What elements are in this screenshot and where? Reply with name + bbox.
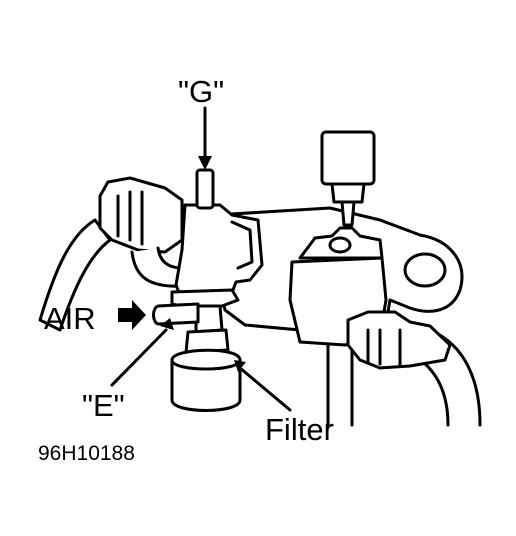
left-connector-ribs bbox=[116, 190, 144, 246]
air-arrow-icon bbox=[118, 300, 146, 330]
valve-body-detail bbox=[230, 220, 254, 270]
valve-body bbox=[174, 203, 264, 302]
solenoid-screw bbox=[328, 236, 352, 254]
e-arrowhead bbox=[160, 318, 174, 330]
right-connector-ribs bbox=[366, 328, 402, 368]
filter-leader-line bbox=[238, 366, 292, 412]
upper-cylinder bbox=[320, 130, 376, 186]
upper-cylinder-stem bbox=[340, 200, 356, 227]
port-e-label: "E" bbox=[82, 388, 125, 423]
bracket-hole bbox=[403, 252, 447, 288]
e-leader-line bbox=[110, 328, 168, 387]
valve-stem bbox=[194, 304, 224, 334]
filter-label: Filter bbox=[265, 412, 334, 447]
figure-code: 96H10188 bbox=[38, 442, 135, 465]
port-g-label: "G" bbox=[178, 74, 224, 109]
filter-cap bbox=[184, 328, 230, 354]
upper-cylinder-base bbox=[330, 182, 366, 204]
filter-arrowhead bbox=[234, 360, 246, 372]
g-arrowhead bbox=[198, 156, 212, 170]
port-e-nipple bbox=[152, 302, 200, 326]
air-label: AIR bbox=[44, 301, 96, 336]
filter-body bbox=[170, 348, 242, 412]
port-g-nipple bbox=[195, 168, 215, 210]
